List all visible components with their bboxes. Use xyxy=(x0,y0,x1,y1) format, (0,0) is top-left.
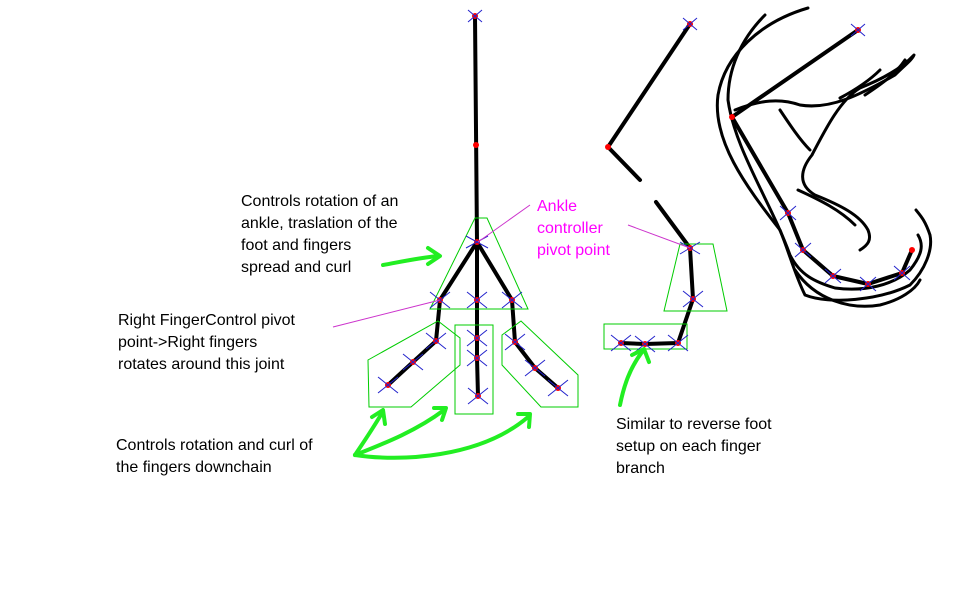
ankle-control-arrow xyxy=(381,254,440,267)
finger-arrow-left-head xyxy=(370,408,387,426)
curled-thigh-bone xyxy=(730,28,860,119)
curled-knee-joint xyxy=(729,114,735,120)
curled-foot-outline-inner xyxy=(726,13,923,291)
curled-foot-tip xyxy=(909,247,915,253)
ankle-pivot-leader xyxy=(477,204,531,243)
leg-bone xyxy=(473,14,479,244)
knee-joint xyxy=(473,142,479,148)
reverse-foot-arrow-head xyxy=(630,347,651,364)
curled-foot-shell-inner xyxy=(778,58,907,227)
side-ankle-pivot-leader xyxy=(627,224,691,249)
finger-arrow-middle-head xyxy=(432,406,448,422)
front-view-pivot-crosses xyxy=(377,9,569,405)
curled-foot-rig xyxy=(715,6,933,308)
fingers-downchain-label: Controls rotation and curl of the finger… xyxy=(116,437,317,476)
front-view-controls xyxy=(367,217,579,415)
side-ankle-control-shape xyxy=(663,243,728,312)
ankle-control-shape xyxy=(429,217,529,310)
curled-pivot-crosses xyxy=(779,23,911,292)
finger-crosses xyxy=(377,329,569,405)
left-finger-root-bone xyxy=(438,240,479,302)
curled-foot-bottom-outline xyxy=(793,268,922,308)
reverse-foot-label: Similar to reverse foot setup on each fi… xyxy=(616,416,776,477)
side-shin-bone-lower xyxy=(654,200,692,250)
finger-control-pivot-label: Right FingerControl pivot point->Right f… xyxy=(118,312,299,373)
ankle-controls-label: Controls rotation of an ankle, traslatio… xyxy=(241,193,403,276)
finger-arrow-left xyxy=(353,411,384,457)
side-shin-bone xyxy=(606,145,642,182)
curled-foot-shell xyxy=(733,53,916,252)
side-foot-chain xyxy=(619,246,695,346)
hip-cross xyxy=(467,9,483,23)
right-finger-chain xyxy=(510,298,560,390)
finger-arrow-right-head xyxy=(516,412,532,429)
curled-foot-outline-outer xyxy=(715,6,933,302)
finger-pivot-leader xyxy=(332,299,441,328)
reverse-foot-arrow xyxy=(618,350,644,407)
right-finger-control-box xyxy=(501,320,579,408)
side-thigh-bone xyxy=(606,22,692,149)
left-finger-chain xyxy=(386,298,442,387)
leader-lines xyxy=(332,204,691,328)
ankle-pivot-label: Ankle controller pivot point xyxy=(537,198,610,259)
finger-arrow-middle xyxy=(353,408,446,457)
side-view-rig xyxy=(603,17,728,353)
side-knee-joint xyxy=(605,144,611,150)
finger-arrow-right xyxy=(353,415,530,460)
middle-finger-control-box xyxy=(454,324,494,415)
front-view-rig xyxy=(386,14,560,398)
middle-finger-chain xyxy=(475,298,480,398)
annotation-arrows xyxy=(353,246,651,460)
right-finger-root-bone xyxy=(475,240,514,302)
ankle-control-arrow-head xyxy=(426,246,442,266)
left-finger-control-box xyxy=(367,320,461,408)
side-view-pivot-crosses xyxy=(610,17,704,353)
